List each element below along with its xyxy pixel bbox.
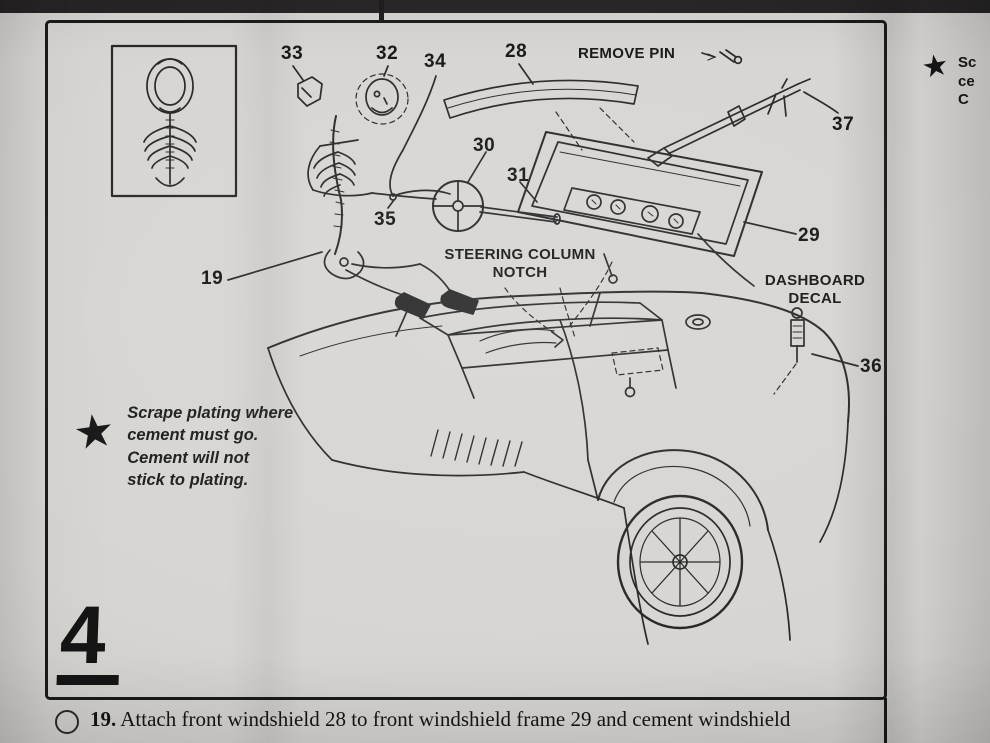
- label-remove-pin: REMOVE PIN: [578, 45, 676, 62]
- photo-dark-edge: [0, 0, 990, 13]
- instruction-text: Attach front windshield 28 to front wind…: [120, 707, 791, 731]
- skeleton-inset-diagram: [110, 44, 238, 198]
- callout-37: 37: [832, 114, 855, 135]
- callout-35: 35: [374, 209, 397, 230]
- plating-warning-line3: Cement will not: [127, 448, 250, 467]
- panel-divider-mark: [379, 0, 384, 20]
- callout-28: 28: [505, 41, 528, 62]
- plating-warning-line1: Scrape plating where: [127, 404, 294, 422]
- label-dashboard-decal: DASHBOARD DECAL: [742, 272, 888, 307]
- callout-29: 29: [798, 225, 821, 246]
- adjacent-panel-star-icon: ★: [919, 47, 952, 86]
- label-steering-column-notch-line2: NOTCH: [492, 263, 548, 281]
- part-19-skeleton: [227, 115, 479, 319]
- panel-border-right-extension: [884, 698, 887, 743]
- remove-pin-part: [701, 49, 743, 65]
- callout-34: 34: [424, 51, 447, 72]
- step-number: 4: [56, 590, 122, 686]
- part-30-steering-wheel: [432, 151, 561, 232]
- adjacent-panel-text-fragment: Sc: [958, 54, 977, 71]
- part-29-windshield-frame: [517, 131, 797, 287]
- adjacent-panel-text-fragment: ce: [958, 73, 975, 90]
- plating-warning-line4: stick to plating.: [127, 470, 249, 489]
- checkbox-circle-icon: [55, 710, 79, 734]
- panel-border: [45, 20, 887, 700]
- label-steering-column-notch: STEERING COLUMN NOTCH: [420, 246, 620, 281]
- part-33-bracket: [292, 65, 323, 107]
- part-34-35-arm: [387, 75, 451, 209]
- star-icon: ★: [70, 402, 119, 460]
- plating-warning-line2: cement must go.: [127, 426, 259, 445]
- label-dashboard-decal-line2: DECAL: [788, 289, 842, 307]
- callout-32: 32: [376, 43, 399, 64]
- adjacent-panel-text-fragment: C: [958, 91, 969, 108]
- assembly-instruction-row: 19. Attach front windshield 28 to front …: [55, 706, 955, 734]
- part-36-shock: [773, 307, 859, 395]
- part-37-machine-gun: [647, 78, 839, 167]
- plating-warning-note: ★ Scrape plating where cement must go. C…: [70, 402, 376, 491]
- part-28-windshield-glass: [443, 63, 639, 151]
- instruction-step-ref: 19.: [90, 707, 117, 731]
- car-body-illustration: [267, 261, 850, 645]
- callout-36: 36: [860, 356, 883, 377]
- callout-19: 19: [201, 268, 224, 289]
- callout-33: 33: [281, 43, 304, 64]
- label-steering-column-notch-line1: STEERING COLUMN: [444, 246, 596, 263]
- plating-warning-text: Scrape plating where cement must go. Cem…: [127, 402, 293, 491]
- part-32-skull: [355, 65, 409, 125]
- callout-31: 31: [507, 165, 530, 186]
- callout-30: 30: [473, 135, 496, 156]
- label-dashboard-decal-line1: DASHBOARD: [764, 272, 866, 289]
